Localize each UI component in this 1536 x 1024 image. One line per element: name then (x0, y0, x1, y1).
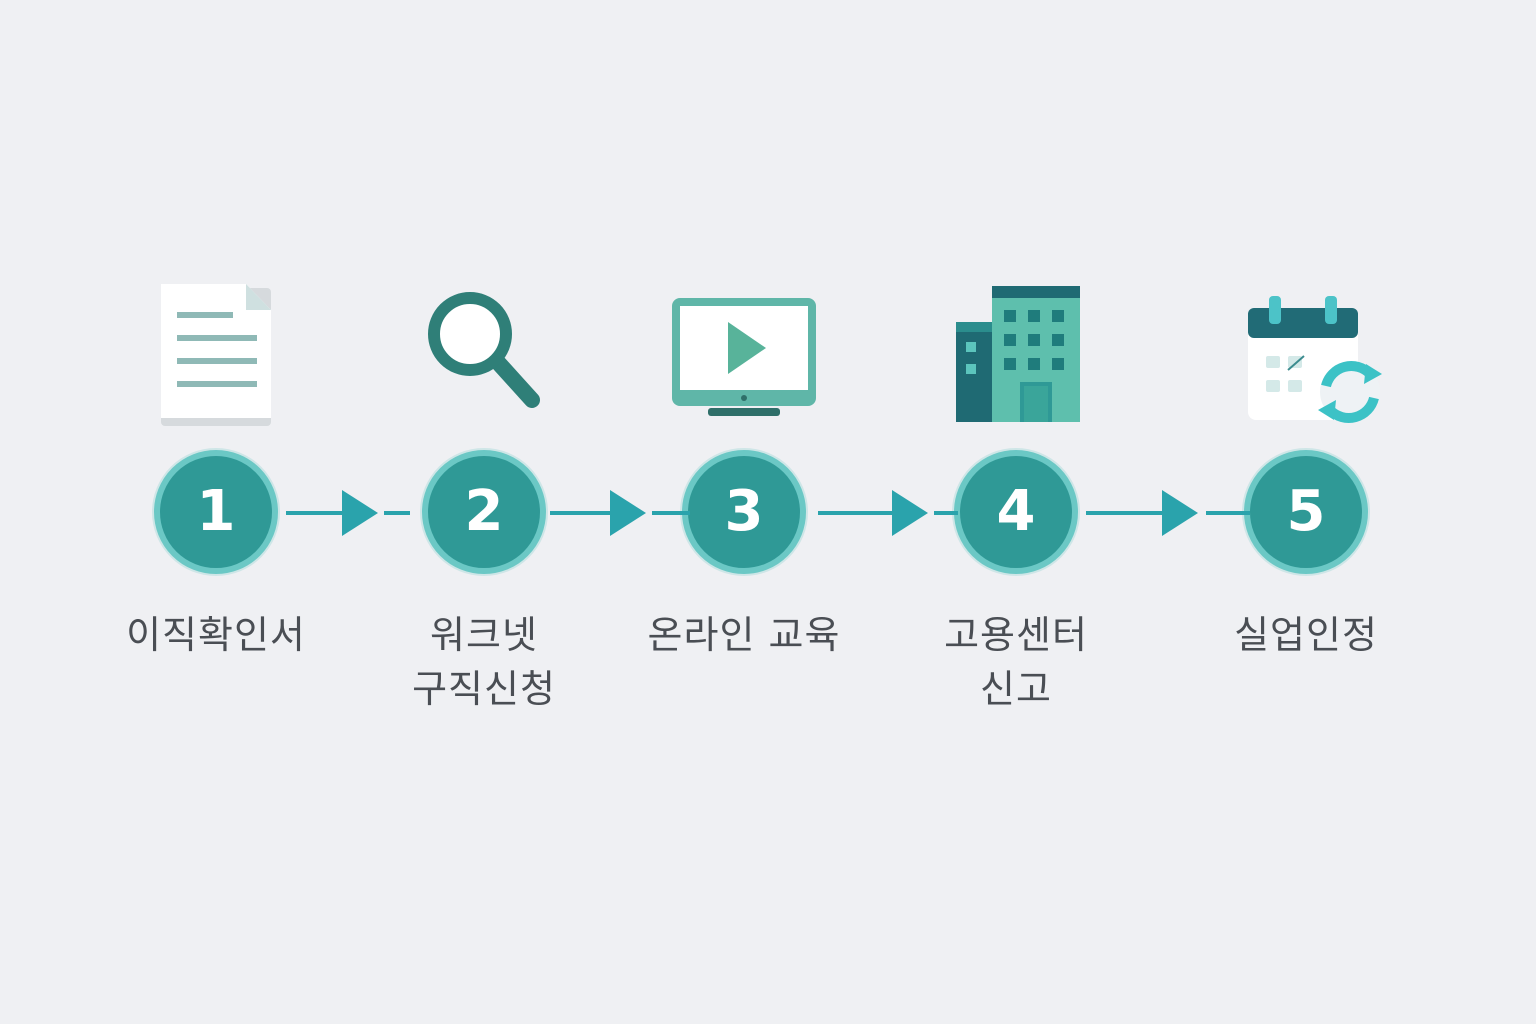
step-label: 실업인정 (1234, 613, 1378, 657)
step-number-badge: 5 (1244, 450, 1368, 574)
step-5: 5 실업인정 (1186, 270, 1426, 740)
step-label: 워크넷 구직신청 (412, 613, 556, 711)
video-monitor-icon (664, 270, 824, 430)
magnifier-icon (404, 270, 564, 430)
step-label: 고용센터 신고 (944, 613, 1088, 711)
calendar-refresh-icon (1226, 270, 1386, 430)
step-4: 4 고용센터 신고 (896, 270, 1136, 740)
arrow-1-2 (286, 490, 410, 536)
step-1: 1 이직확인서 (96, 270, 336, 740)
arrow-3-4 (818, 490, 958, 536)
step-2: 2 워크넷 구직신청 (364, 270, 604, 740)
arrow-2-3 (550, 490, 690, 536)
document-icon (136, 270, 296, 430)
step-number-badge: 3 (682, 450, 806, 574)
step-number-badge: 1 (154, 450, 278, 574)
step-number-badge: 2 (422, 450, 546, 574)
step-number-badge: 4 (954, 450, 1078, 574)
arrow-4-5 (1086, 490, 1250, 536)
step-label: 온라인 교육 (647, 613, 841, 657)
step-label: 이직확인서 (126, 613, 306, 657)
office-building-icon (936, 270, 1096, 430)
